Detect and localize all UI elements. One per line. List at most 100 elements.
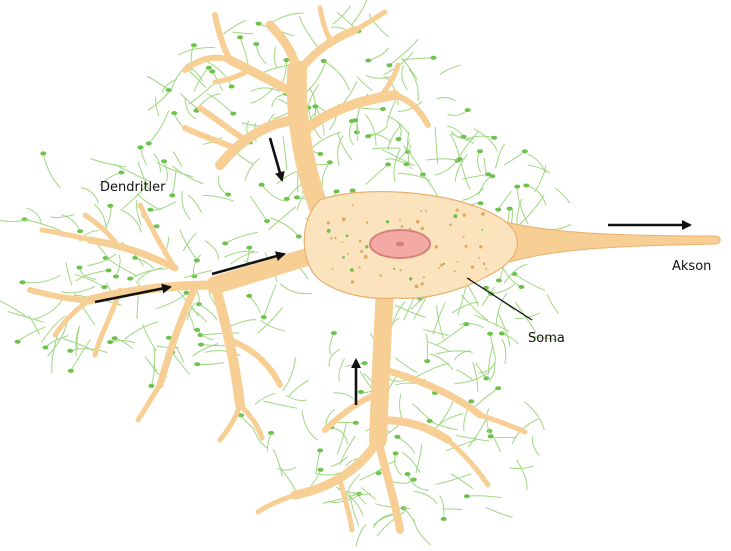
synaptic-fiber xyxy=(461,163,470,189)
synaptic-fiber xyxy=(27,208,42,225)
cytoplasm-granule xyxy=(386,220,389,223)
synaptic-knob xyxy=(431,56,437,60)
synaptic-fiber xyxy=(262,185,285,201)
synaptic-knob xyxy=(396,137,402,141)
synaptic-knob xyxy=(441,517,447,521)
cytoplasm-granule xyxy=(351,280,354,283)
cytoplasm-granule xyxy=(416,220,420,224)
cytoplasm-granule xyxy=(327,221,330,224)
dendrite-upper-branch xyxy=(320,8,330,40)
synaptic-knob xyxy=(112,336,118,340)
cytoplasm-granule xyxy=(423,277,425,279)
dendrite-lower-branch xyxy=(448,440,488,485)
cytoplasm-granule xyxy=(342,256,345,259)
cytoplasm-granule xyxy=(360,250,363,253)
synaptic-fiber xyxy=(428,342,449,351)
synaptic-fiber xyxy=(333,393,353,399)
synaptic-fiber xyxy=(435,161,458,175)
synaptic-fiber xyxy=(337,422,346,454)
synaptic-fiber xyxy=(264,285,277,318)
arrow-upper-dendrite xyxy=(270,138,282,180)
synaptic-fiber xyxy=(514,274,545,291)
synaptic-fiber xyxy=(205,241,219,260)
synaptic-knob xyxy=(463,322,469,326)
synaptic-knob xyxy=(209,69,215,73)
synaptic-fiber xyxy=(387,101,396,125)
synaptic-fiber xyxy=(120,210,141,233)
synaptic-fiber xyxy=(430,354,453,369)
synaptic-fiber xyxy=(356,525,366,547)
synaptic-fiber xyxy=(496,144,505,168)
synaptic-fiber xyxy=(125,322,158,339)
label-dendrites: Dendritler xyxy=(100,180,166,195)
synaptic-knob xyxy=(317,152,323,156)
cytoplasm-granule xyxy=(400,269,402,271)
synaptic-fiber xyxy=(395,453,402,475)
synaptic-knob xyxy=(146,141,152,145)
synaptic-fiber xyxy=(443,509,462,510)
synaptic-knob xyxy=(154,224,160,228)
synaptic-knob xyxy=(161,159,167,163)
dendrite-lower-branch xyxy=(258,495,295,512)
cytoplasm-granule xyxy=(421,227,425,231)
cytoplasm-granule xyxy=(330,237,332,239)
soma-pointer-line xyxy=(467,278,532,320)
synaptic-knob xyxy=(261,315,267,319)
synaptic-fiber xyxy=(249,296,260,314)
cytoplasm-granule xyxy=(479,245,482,248)
synaptic-fiber xyxy=(66,263,72,286)
synaptic-knob xyxy=(194,258,200,262)
synaptic-knob xyxy=(229,85,235,89)
synaptic-fiber xyxy=(88,254,117,266)
synaptic-fiber xyxy=(397,437,414,454)
synaptic-knob xyxy=(296,235,302,239)
synaptic-fiber xyxy=(302,410,318,440)
dendrite-lower-branch xyxy=(380,420,448,440)
synaptic-knob xyxy=(321,59,327,63)
synaptic-fiber xyxy=(157,162,193,177)
synaptic-fiber xyxy=(250,196,267,221)
synaptic-fiber xyxy=(350,121,354,145)
cytoplasm-granule xyxy=(393,268,395,270)
synaptic-knob xyxy=(166,88,172,92)
cytoplasm-granule xyxy=(364,255,368,259)
cytoplasm-granule xyxy=(365,245,368,248)
synaptic-fiber xyxy=(224,251,257,257)
synaptic-fiber xyxy=(151,202,176,211)
synaptic-knob xyxy=(259,183,265,187)
cytoplasm-granule xyxy=(334,237,336,239)
synaptic-fiber xyxy=(180,230,197,261)
synaptic-fiber xyxy=(440,400,453,424)
cytoplasm-granule xyxy=(483,262,486,265)
synaptic-knob xyxy=(350,189,356,193)
synaptic-knob xyxy=(194,362,200,366)
synaptic-fiber xyxy=(141,147,147,165)
dendrite-upper-branch xyxy=(215,15,230,60)
cytoplasm-granule xyxy=(346,234,349,237)
synaptic-fiber xyxy=(528,165,550,173)
synaptic-knob xyxy=(411,478,417,482)
dendrite-lower-branch xyxy=(340,480,352,530)
synaptic-fiber xyxy=(329,350,340,367)
cytoplasm-granule xyxy=(347,253,349,255)
synaptic-fiber xyxy=(491,284,515,293)
synaptic-knob xyxy=(488,435,494,439)
synaptic-fiber xyxy=(187,69,206,88)
synaptic-fiber xyxy=(61,286,95,292)
synaptic-fiber xyxy=(260,320,285,331)
synaptic-fiber xyxy=(147,76,169,90)
synaptic-fiber xyxy=(143,324,156,351)
synaptic-fiber xyxy=(468,419,486,448)
synaptic-fiber xyxy=(164,161,167,181)
synaptic-knob xyxy=(237,35,243,39)
synaptic-fiber xyxy=(182,191,191,220)
cytoplasm-granule xyxy=(380,274,382,276)
synaptic-fiber xyxy=(270,218,299,237)
synaptic-fiber xyxy=(289,380,309,396)
synaptic-fiber xyxy=(361,487,375,499)
synaptic-fiber xyxy=(517,460,527,490)
synaptic-fiber xyxy=(467,496,502,498)
synaptic-fiber xyxy=(440,496,444,520)
synaptic-fiber xyxy=(387,116,409,134)
synaptic-knob xyxy=(118,171,124,175)
